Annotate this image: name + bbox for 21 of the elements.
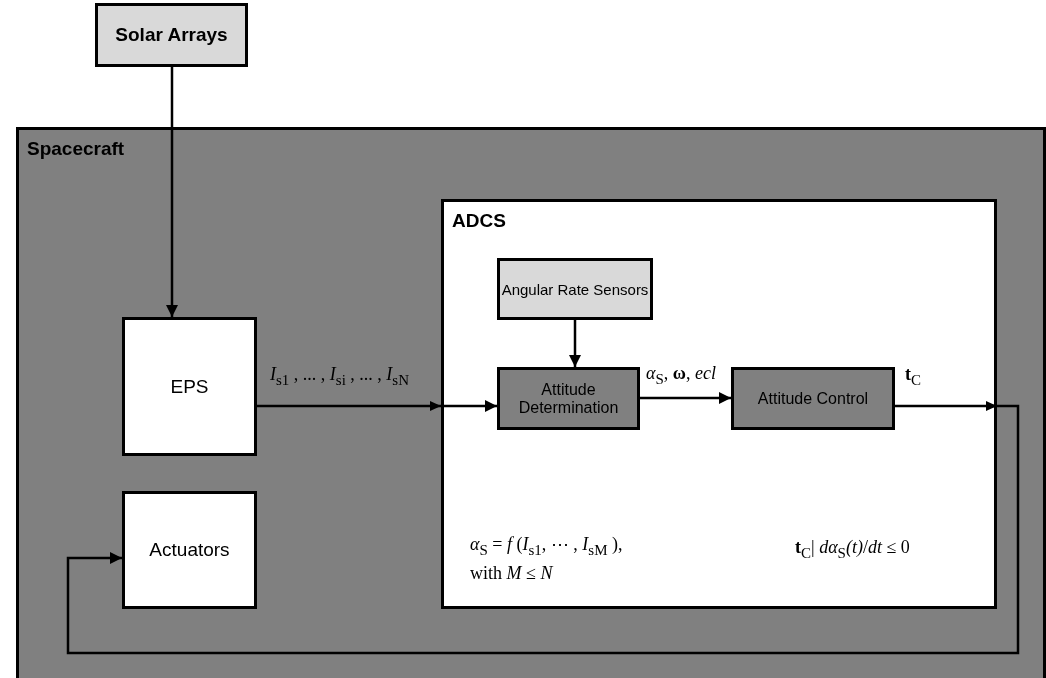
formula-note: t$_{C}$| dα$_{S}$(t)/dt ≤ 0 xyxy=(795,536,911,563)
edge-label: α$_{S}$, ω, ecl xyxy=(646,363,716,388)
box-label: Angular Rate Sensors xyxy=(500,280,650,298)
process-box xyxy=(497,258,653,320)
box-label: EPS xyxy=(169,375,210,398)
process-box xyxy=(122,317,257,456)
process-box xyxy=(497,367,640,430)
box-label: Attitude Control xyxy=(756,389,870,408)
box-label: Attitude Determination xyxy=(517,380,620,417)
group-panel xyxy=(16,127,1046,678)
box-label: Actuators xyxy=(148,539,231,561)
box-label: Solar Arrays xyxy=(114,24,229,46)
group-title: Spacecraft xyxy=(27,138,125,160)
formula-note: α$_{S}$ = f (I$_{s1}$, ⋯ , I$_{sM}$ ), with M ≤ N xyxy=(470,533,624,585)
process-box xyxy=(731,367,895,430)
edge-label: I$_{s1}$ , ... , I$_{si}$ , ... , I$_{sN}$ xyxy=(270,364,410,389)
group-panel xyxy=(441,199,997,609)
process-box xyxy=(95,3,248,67)
process-box xyxy=(122,491,257,609)
edge-label: t$_{C}$ xyxy=(905,364,921,389)
group-title: ADCS xyxy=(452,210,506,232)
